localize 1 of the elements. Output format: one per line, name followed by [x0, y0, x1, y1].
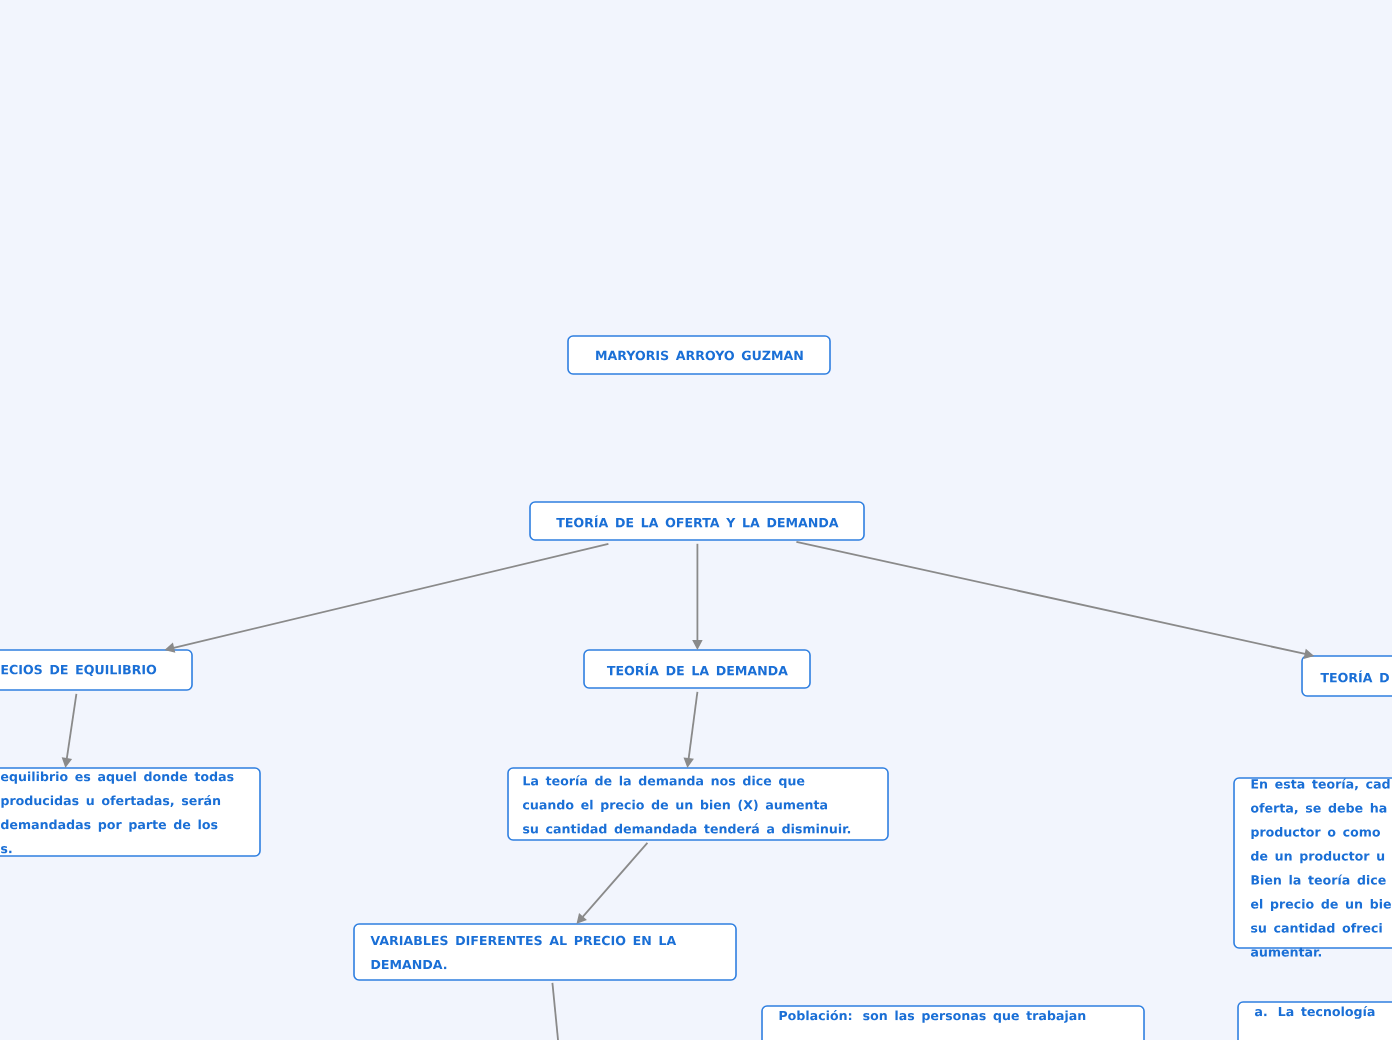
- arrow: [576, 841, 649, 924]
